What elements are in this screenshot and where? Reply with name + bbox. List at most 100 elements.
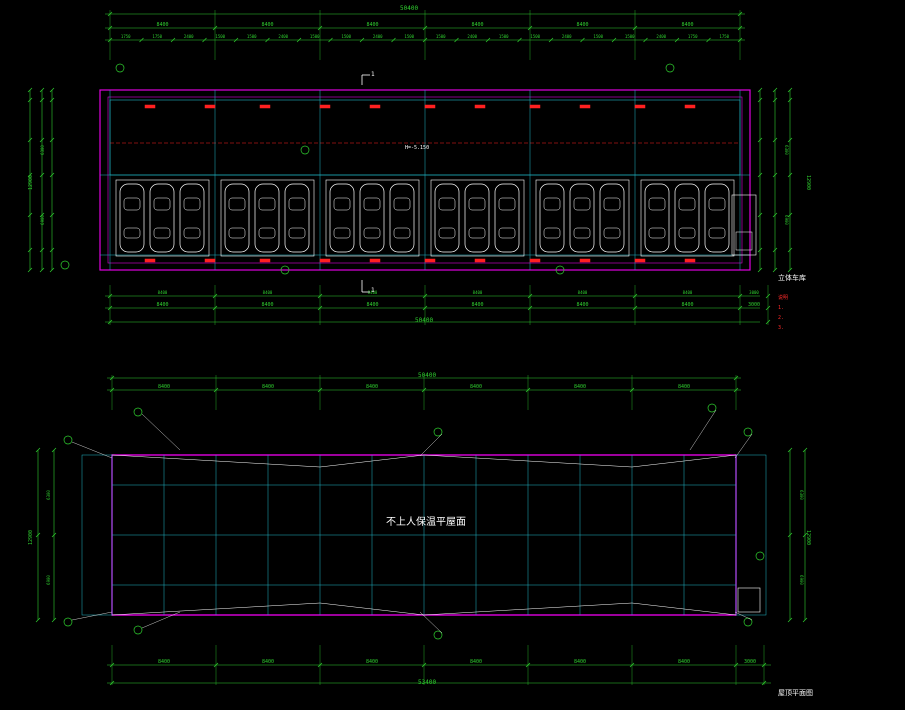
note-line: 3. <box>778 325 785 331</box>
sub-dim-label: 1750 <box>719 34 729 39</box>
note-line: 说明 <box>778 295 789 301</box>
dim-tick <box>772 97 778 103</box>
red-marker <box>424 258 436 263</box>
dim-tick <box>49 137 55 143</box>
vert-dim-label: 6300 <box>799 490 804 500</box>
sub-dim-label: 1500 <box>625 34 635 39</box>
car-windshield <box>468 197 486 211</box>
red-marker <box>319 104 331 109</box>
equipment-room <box>731 194 757 256</box>
red-marker <box>474 258 486 263</box>
dim-tick <box>757 267 763 273</box>
car-windshield <box>123 197 141 211</box>
callout-circle <box>115 63 125 73</box>
callout-circle <box>665 63 675 73</box>
dim-tick <box>787 532 793 538</box>
sub-dim-label: 1750 <box>121 34 131 39</box>
top-bottom-total-dim: 50400 <box>415 317 434 324</box>
dim-tick <box>27 97 33 103</box>
right-height-bottom: 12900 <box>805 529 812 546</box>
car-body <box>464 183 490 253</box>
dim-tick <box>27 212 33 218</box>
leader-line <box>71 611 113 621</box>
bottom-total-dim: 50400 <box>418 372 437 379</box>
bay-dim-label: 3000 <box>744 659 756 665</box>
red-marker <box>369 104 381 109</box>
callout-circle <box>133 407 143 417</box>
bay-dim-label: 3000 <box>748 302 760 308</box>
parking-group <box>535 179 630 257</box>
car-windshield <box>228 197 246 211</box>
dim-tick <box>39 97 45 103</box>
red-marker <box>369 258 381 263</box>
drainage-slope-line <box>423 602 633 616</box>
car-icon <box>599 183 625 253</box>
sub-dim-label: 1500 <box>530 34 540 39</box>
leader-line <box>71 441 113 459</box>
dim-tick <box>49 87 55 93</box>
dim-tick <box>757 97 763 103</box>
car-body <box>674 183 700 253</box>
car-body <box>254 183 280 253</box>
dim-tick <box>51 447 57 453</box>
car-body <box>434 183 460 253</box>
car-rear-window <box>333 227 351 239</box>
drainage-slope-line <box>319 602 425 616</box>
car-windshield <box>288 197 306 211</box>
car-windshield <box>258 197 276 211</box>
bay-dim-label: 8400 <box>262 659 274 665</box>
dim-tick <box>107 37 113 43</box>
car-windshield <box>333 197 351 211</box>
bay-dim-label: 8400 <box>471 22 483 28</box>
dim-tick <box>39 212 45 218</box>
callout-circle <box>743 427 753 437</box>
sub-dim-label: 2400 <box>656 34 666 39</box>
dim-tick <box>611 37 617 43</box>
dim-tick <box>757 87 763 93</box>
bay-dim-label: 8400 <box>470 659 482 665</box>
dim-tick <box>674 37 680 43</box>
sub-dim-label: 1500 <box>436 34 446 39</box>
dim-tick <box>787 447 793 453</box>
car-windshield <box>678 197 696 211</box>
car-body <box>149 183 175 253</box>
dim-tick <box>107 319 113 325</box>
bay-dim-label: 8400 <box>576 22 588 28</box>
dim-tick <box>139 37 144 43</box>
dim-tick <box>233 37 239 43</box>
dim-tick <box>49 97 55 103</box>
car-icon <box>434 183 460 253</box>
car-rear-window <box>228 227 246 239</box>
car-body <box>494 183 520 253</box>
dim-tick <box>39 172 45 178</box>
dim-tick <box>51 532 57 538</box>
dim-tick <box>109 680 115 686</box>
car-icon <box>494 183 520 253</box>
drainage-slope-line <box>631 602 737 616</box>
dim-tick <box>265 37 270 43</box>
bay-dim-label: 8400 <box>576 302 588 308</box>
bay-dim-label: 8400 <box>366 22 378 28</box>
bay-dim-label: 8400 <box>678 659 690 665</box>
red-marker <box>634 104 646 109</box>
red-marker <box>204 258 216 263</box>
sub-dim-label: 1500 <box>310 34 320 39</box>
car-icon <box>464 183 490 253</box>
dim-tick <box>772 172 778 178</box>
car-body <box>644 183 670 253</box>
dim-tick <box>761 680 767 686</box>
red-marker <box>579 258 591 263</box>
sub-dim-label: 2400 <box>562 34 572 39</box>
sub-dim-label: 8400 <box>578 290 588 295</box>
car-windshield <box>183 197 201 211</box>
leader-line <box>689 409 717 451</box>
car-windshield <box>363 197 381 211</box>
dim-tick <box>772 87 778 93</box>
red-marker <box>579 104 591 109</box>
car-body <box>284 183 310 253</box>
callout-circle <box>433 427 443 437</box>
dim-tick <box>35 617 41 623</box>
sub-dim-label: 8400 <box>263 290 273 295</box>
sub-dim-label: 8400 <box>683 290 693 295</box>
